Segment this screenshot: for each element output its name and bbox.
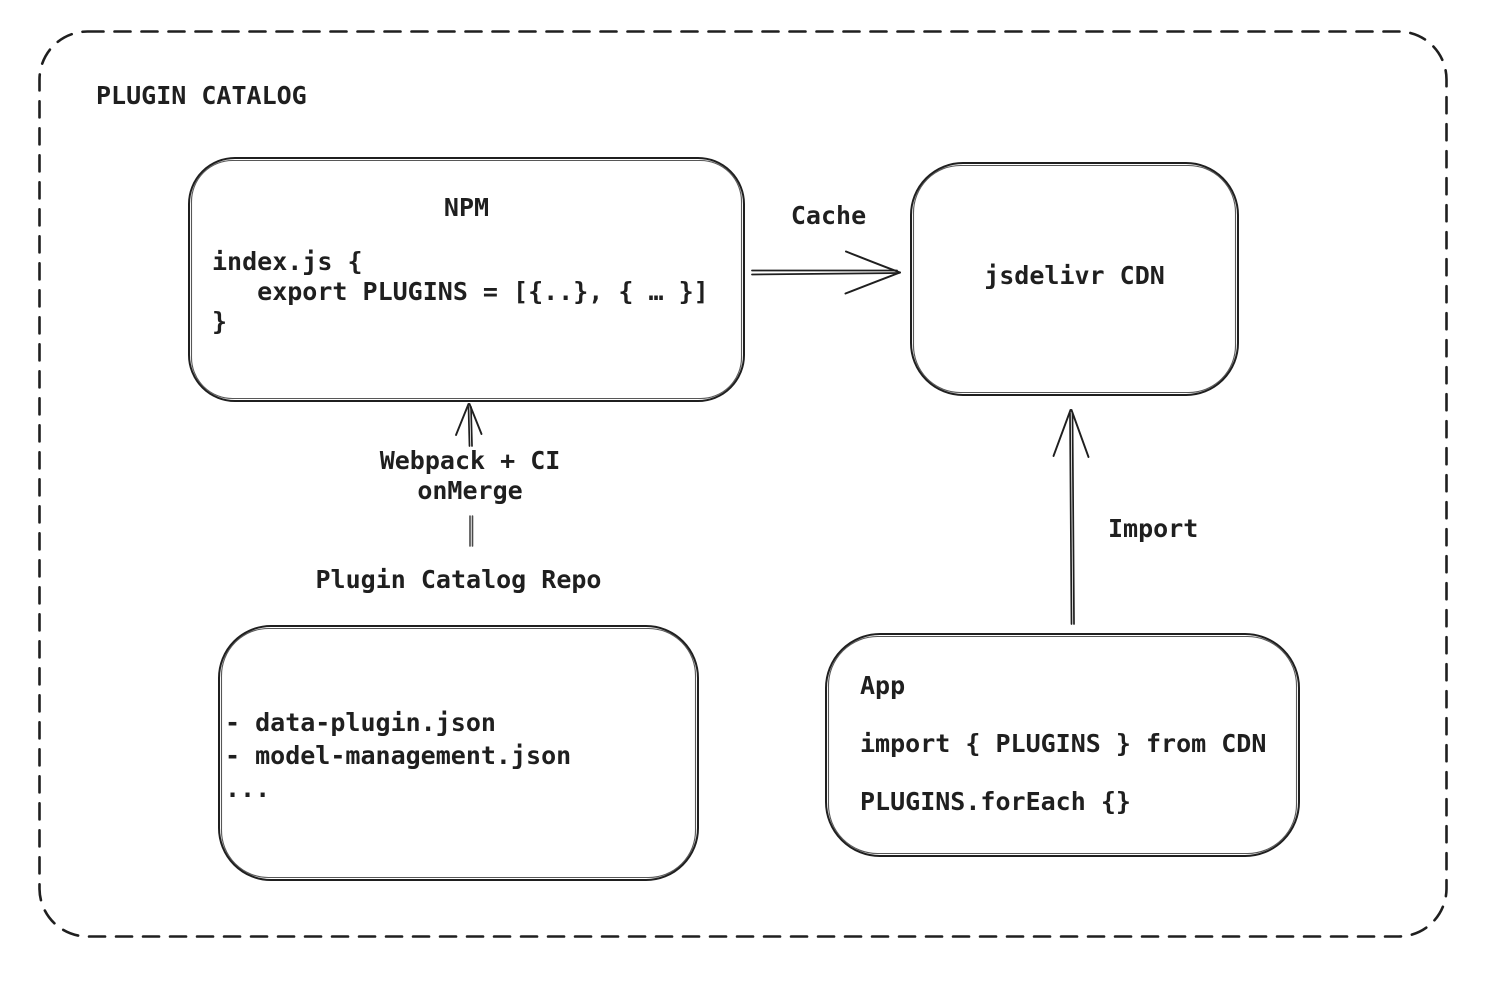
- npm-node-title: NPM: [443, 193, 490, 222]
- npm-node-code: index.js { export PLUGINS = [{..}, { … }…: [212, 247, 709, 336]
- import-edge-label: Import: [1108, 514, 1199, 543]
- cdn-node-shape: [910, 162, 1239, 396]
- cache-edge-label: Cache: [790, 201, 867, 230]
- diagram-title: PLUGIN CATALOG: [96, 81, 307, 110]
- build-arrow: [455, 403, 483, 447]
- build-edge-label: Webpack + CI onMerge: [379, 446, 561, 505]
- import-arrow: [1052, 409, 1090, 625]
- repo-node-shape: [218, 625, 699, 881]
- repo-connector-line: [469, 515, 474, 547]
- cache-arrow: [751, 250, 901, 295]
- app-node-shape: [825, 633, 1300, 857]
- repo-node-label: Plugin Catalog Repo: [315, 565, 602, 594]
- repo-node-files: - data-plugin.json - model-management.js…: [225, 708, 572, 803]
- npm-node-shape: [188, 157, 745, 402]
- cdn-node-label: jsdelivr CDN: [984, 261, 1165, 290]
- catalog-boundary-box: [38, 30, 1448, 938]
- app-node-content: App import { PLUGINS } from CDN PLUGINS.…: [860, 671, 1267, 816]
